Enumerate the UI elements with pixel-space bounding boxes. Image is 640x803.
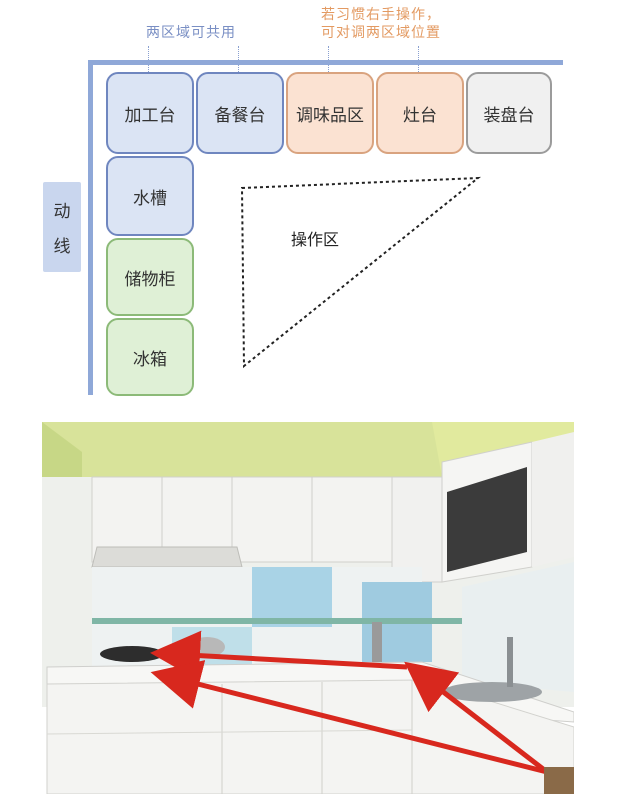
shared-zone-note: 两区域可共用 [146, 25, 236, 41]
guide-line [148, 46, 149, 72]
guide-line [418, 46, 419, 72]
flow-line-horizontal [88, 60, 563, 65]
station-seasoning-area: 调味品区 [286, 72, 374, 154]
swap-zone-note-line2: 可对调两区域位置 [321, 25, 441, 41]
work-triangle [240, 176, 482, 369]
kitchen-photo [42, 422, 574, 794]
station-serving-counter: 备餐台 [196, 72, 284, 154]
station-stove: 灶台 [376, 72, 464, 154]
station-sink: 水槽 [106, 156, 194, 236]
swap-zone-note: 若习惯右手操作， 可对调两区域位置 [306, 6, 456, 42]
guide-line [238, 46, 239, 72]
station-prep-counter: 加工台 [106, 72, 194, 154]
flow-label-char1: 动 [53, 202, 71, 222]
station-plating-counter: 装盘台 [466, 72, 552, 154]
station-fridge: 冰箱 [106, 318, 194, 396]
flow-label-char2: 线 [53, 237, 71, 257]
guide-line [328, 46, 329, 72]
flow-label: 动 线 [43, 182, 81, 272]
flow-line-vertical [88, 60, 93, 395]
station-storage-cabinet: 储物柜 [106, 238, 194, 316]
work-triangle-label: 操作区 [291, 230, 340, 249]
swap-zone-note-line1: 若习惯右手操作， [321, 7, 441, 23]
